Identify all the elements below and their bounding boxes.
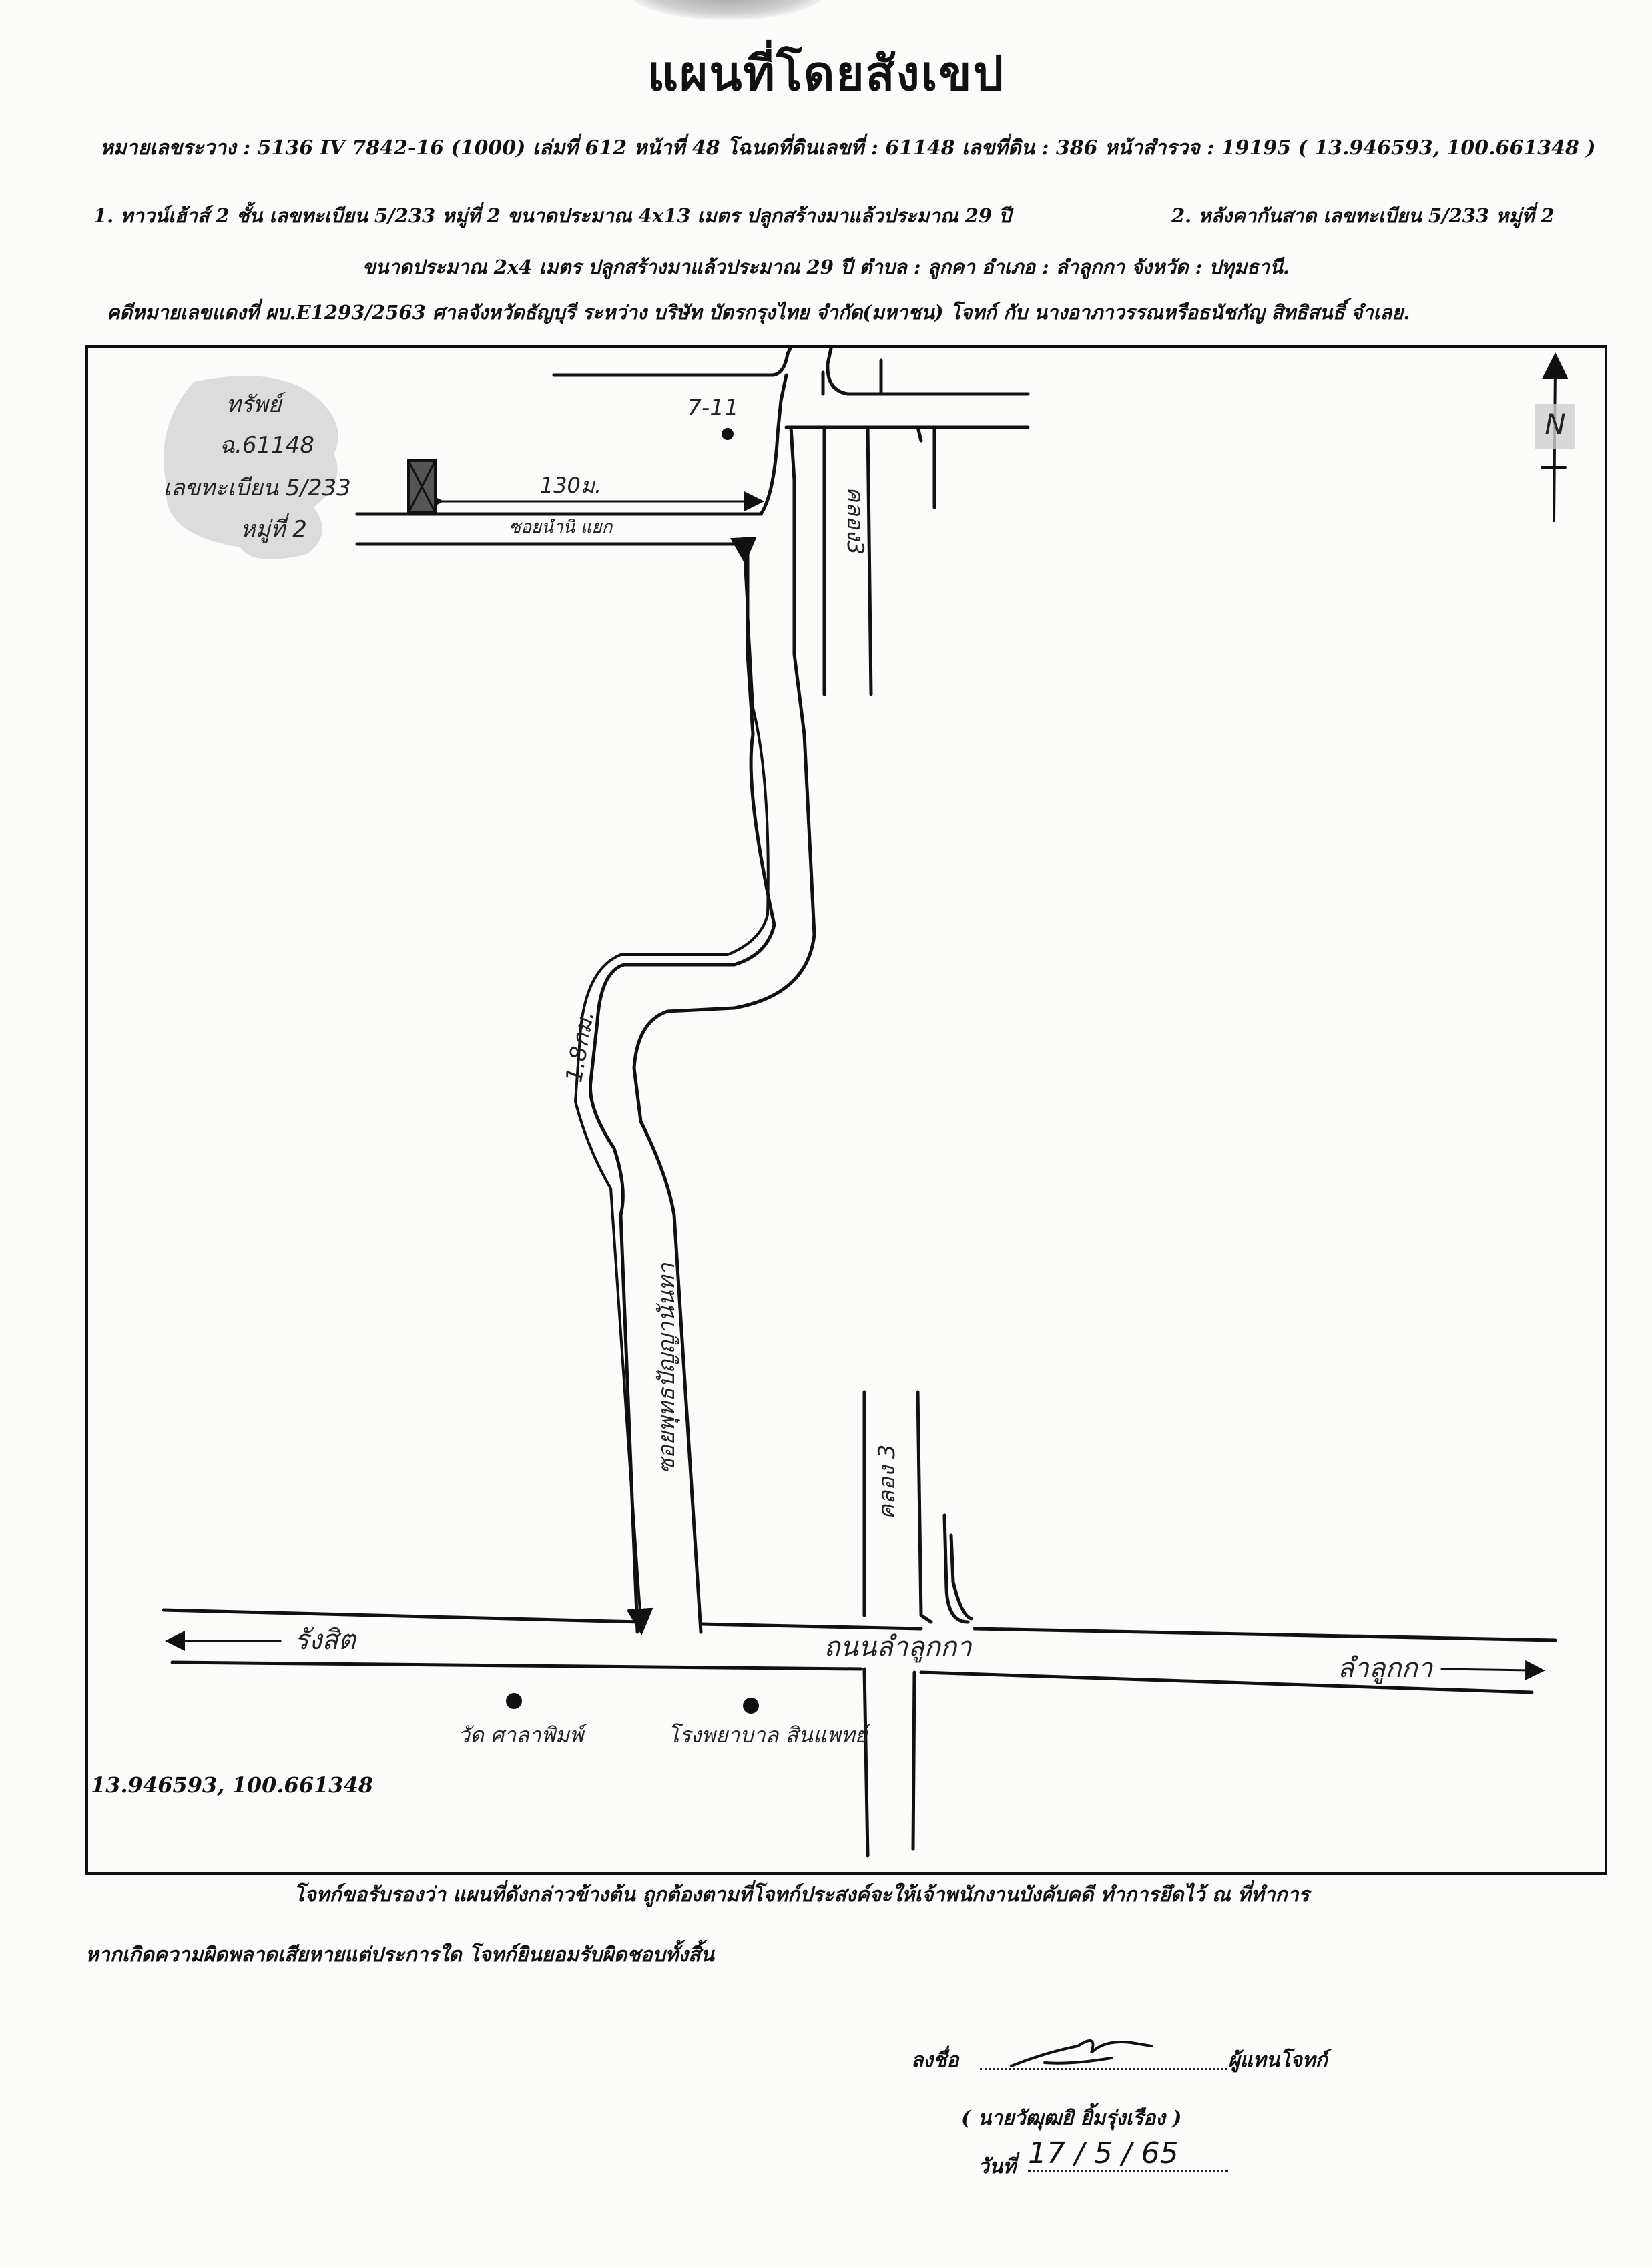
header-building-1: 1. ทาวน์เฮ้าส์ 2 ชั้น เลขทะเบียน 5/233 ห…	[93, 204, 1011, 227]
main-road-bottom	[170, 1660, 863, 1671]
map-frame	[85, 345, 1607, 1875]
sign-label: ลงชื่อ	[911, 2049, 959, 2072]
soi-main-left-edge	[759, 373, 788, 516]
property-label-line-2: ฉ.61148	[220, 432, 314, 459]
route-line	[574, 536, 770, 1635]
property-label-line-1: ทรัพย์	[226, 391, 286, 418]
arrow-to-lamlukka	[1440, 1660, 1545, 1680]
date-label: วันที่	[978, 2155, 1017, 2178]
page-title: แผนที่โดยสังเขป	[647, 45, 1005, 101]
property-marker	[407, 459, 437, 514]
canal-upper-label: คลอง3	[842, 487, 868, 555]
signature-scribble	[1010, 2039, 1153, 2067]
certify-line-1: โจทก์ขอรับรองว่า แผนที่ดังกล่าวข้างต้น ถ…	[294, 1883, 1310, 1907]
property-label-highlight	[164, 376, 338, 559]
header-parcel-info: หมายเลขระวาง : 5136 IV 7842-16 (1000) เล…	[100, 136, 1596, 160]
canal-lower-right	[916, 1390, 933, 1624]
header-building-2: 2. หลังคากันสาด เลขทะเบียน 5/233 หมู่ที่…	[1171, 204, 1555, 227]
soi-main-label: ซอยพุทธปัญญานันทา	[653, 1262, 680, 1474]
property-label-line-4: หมู่ที่ 2	[240, 513, 307, 543]
direction-lamlukka-label: ลำลูกกา	[1338, 1653, 1434, 1684]
signature-line	[980, 2068, 1227, 2070]
landmark-hospital-dot	[743, 1698, 759, 1714]
seven-eleven-label: 7-11	[687, 395, 738, 421]
signer-name: ( นายวัฒุฒยิ ยิ้มรุ่งเรือง )	[961, 2107, 1182, 2130]
distance-130m-label: 130ม.	[540, 473, 601, 498]
coordinates-label: 13.946593, 100.661348	[91, 1772, 374, 1798]
property-label-line-3: เลขทะเบียน 5/233	[163, 475, 351, 501]
landmark-temple-label: วัด ศาลาพิมพ์	[458, 1722, 587, 1748]
road-top-mid	[826, 346, 1030, 396]
north-label: N	[1545, 408, 1565, 441]
certify-line-2: หากเกิดความผิดพลาดเสียหายแต่ประการใด โจท…	[85, 1943, 714, 1967]
direction-rangsit-label: รังสิต	[294, 1625, 356, 1656]
header-location: ขนาดประมาณ 2x4 เมตร ปลูกสร้างมาแล้วประมา…	[362, 256, 1290, 278]
landmark-hospital-label: โรงพยาบาล สินแพทย์	[668, 1722, 872, 1748]
road-top-left	[552, 346, 792, 377]
soi-small-label: ซอยนำนิ แยก	[509, 517, 613, 537]
canal-lower-label: คลอง 3	[874, 1444, 900, 1519]
main-road-top	[162, 1608, 643, 1624]
main-road-label: ถนนลำลูกกา	[824, 1631, 973, 1663]
header-case-number: คดีหมายเลขแดงที่ ผบ.E1293/2563 ศาลจังหวั…	[107, 301, 1410, 324]
seven-eleven-dot	[722, 428, 734, 440]
sign-role: ผู้แทนโจทก์	[1228, 2049, 1328, 2072]
date-value: 17 / 5 / 65	[1028, 2136, 1228, 2172]
canal-upper-right	[866, 425, 873, 696]
landmark-temple-dot	[506, 1693, 522, 1709]
